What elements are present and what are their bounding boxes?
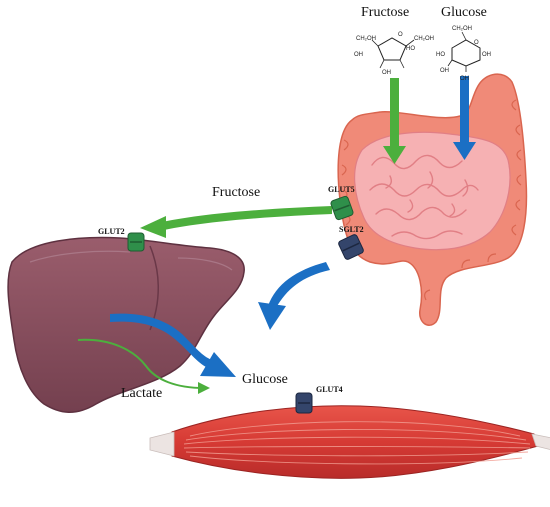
glucose-oh-b: OH	[440, 68, 449, 74]
fructose-oh-b: OH	[382, 70, 391, 76]
glut5-label: GLUT5	[328, 185, 355, 194]
fructose-mid-label: Fructose	[212, 185, 260, 200]
sglt2-label: SGLT2	[339, 225, 364, 234]
fructose-to-liver-arrow	[140, 206, 332, 238]
fructose-ch2oh-left: CH₂OH	[356, 36, 376, 42]
fructose-top-label: Fructose	[361, 5, 409, 20]
glucose-top-label: Glucose	[441, 5, 487, 20]
glut4-label: GLUT4	[316, 385, 343, 394]
glucose-down-arrow	[453, 76, 476, 160]
glut5-transporter	[330, 195, 354, 221]
sglt2-transporter	[338, 234, 364, 260]
glucose-ho: HO	[436, 52, 445, 58]
fructose-oh-a: OH	[354, 52, 363, 58]
glucose-structure-icon: CH₂OH O OH HO OH OH	[436, 26, 491, 82]
lactate-arrow	[77, 338, 210, 394]
glut2-transporter	[127, 232, 145, 252]
glut2-label: GLUT2	[98, 227, 125, 236]
glucose-oh-c: OH	[460, 76, 469, 82]
glucose-ch2oh: CH₂OH	[452, 26, 472, 32]
fructose-structure-icon: CH₂OH O HO CH₂OH OH OH	[354, 32, 434, 76]
fructose-down-arrow	[383, 78, 406, 164]
lactate-label: Lactate	[121, 386, 162, 401]
glucose-oh-a: OH	[482, 52, 491, 58]
fructose-o: O	[398, 32, 403, 38]
fructose-ch2oh-right: CH₂OH	[414, 36, 434, 42]
glut4-transporter	[295, 392, 313, 414]
glucose-mid-label: Glucose	[242, 372, 288, 387]
small-intestine	[354, 131, 511, 251]
glucose-from-gut-arrow	[258, 262, 330, 330]
glucose-o: O	[474, 40, 479, 46]
fructose-ho: HO	[406, 46, 415, 52]
muscle	[149, 405, 550, 479]
liver-glucose-arrow	[110, 313, 236, 377]
